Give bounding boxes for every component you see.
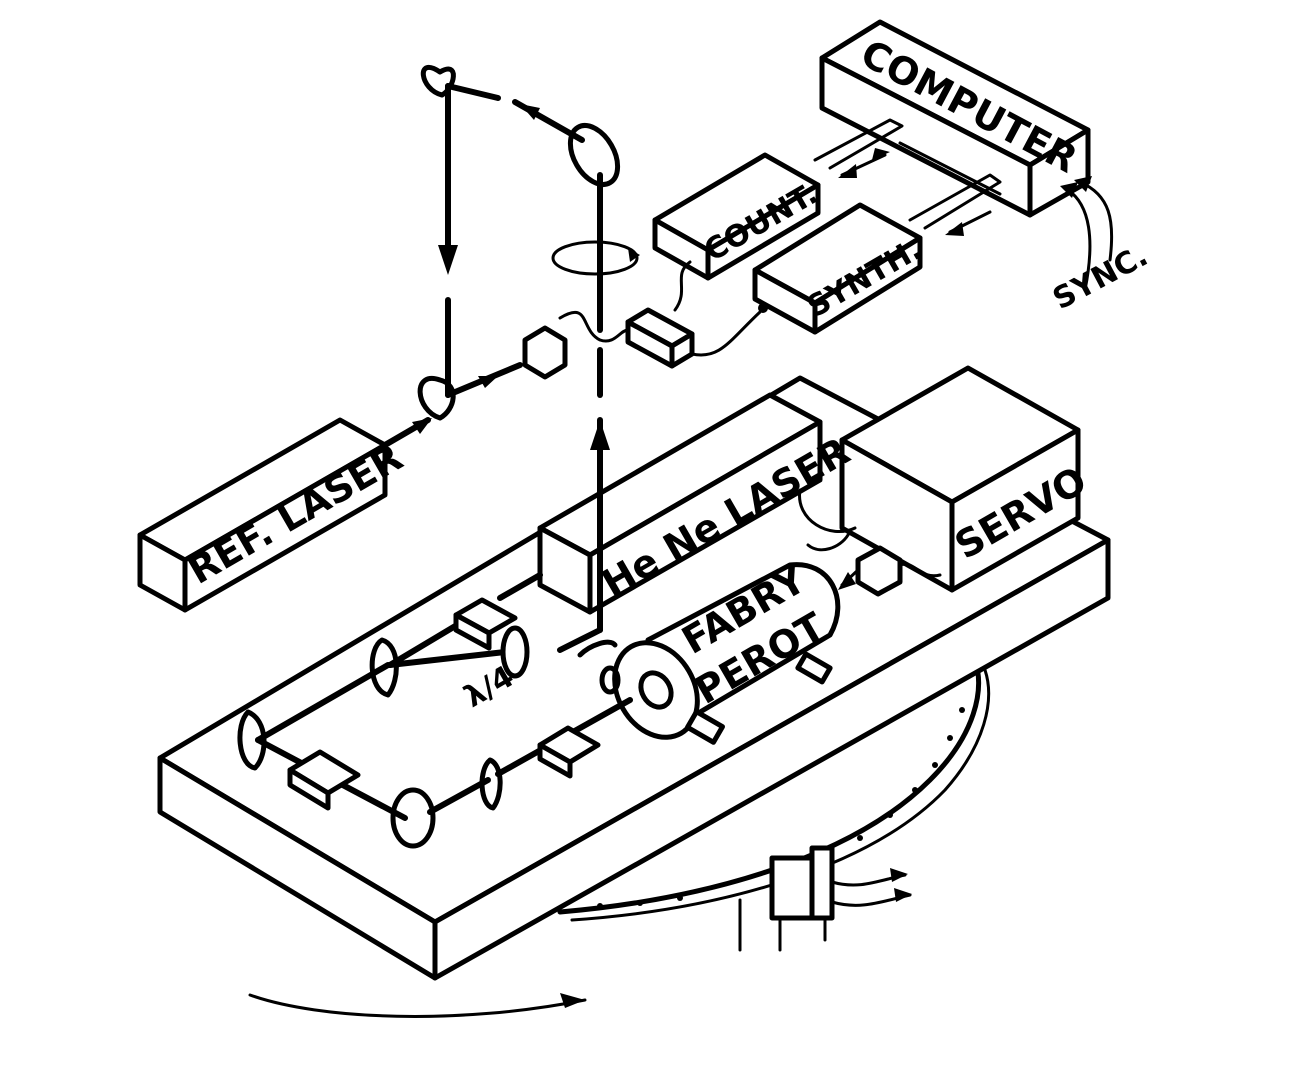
mirror-icon [567,123,621,187]
reference-laser: REF. LASER [137,417,410,613]
mirror-icon [599,665,621,695]
mirror-icon [237,709,267,771]
quarter-wave-plate-icon [500,625,530,679]
sync-label: SYNC. [1047,238,1153,317]
mirror-icon [577,639,618,658]
mixer-block [558,260,768,369]
rotating-polarizer-icon [551,240,640,276]
beam-paths [255,83,633,821]
detector-icon [855,545,903,597]
rotary-disk [557,657,991,922]
detector-icon [522,325,568,380]
mirror-icon [369,637,399,698]
disk-ticks [597,707,965,909]
position-sensor [738,845,912,952]
rotation-arrow-icon [248,993,587,1018]
isolator-icon [453,597,518,651]
mirror-icon [420,64,456,98]
data-buses [813,118,1002,236]
mirror-icon [390,787,436,849]
isolator-icon [287,749,361,811]
computer: COMPUTER [819,19,1091,218]
optics [237,64,942,849]
servo-unit: SERVO [839,365,1094,593]
mirror-icon [479,757,503,811]
isolator-icon [537,725,601,779]
counter: COUNT. [652,152,824,281]
mirror-icon [417,375,456,421]
